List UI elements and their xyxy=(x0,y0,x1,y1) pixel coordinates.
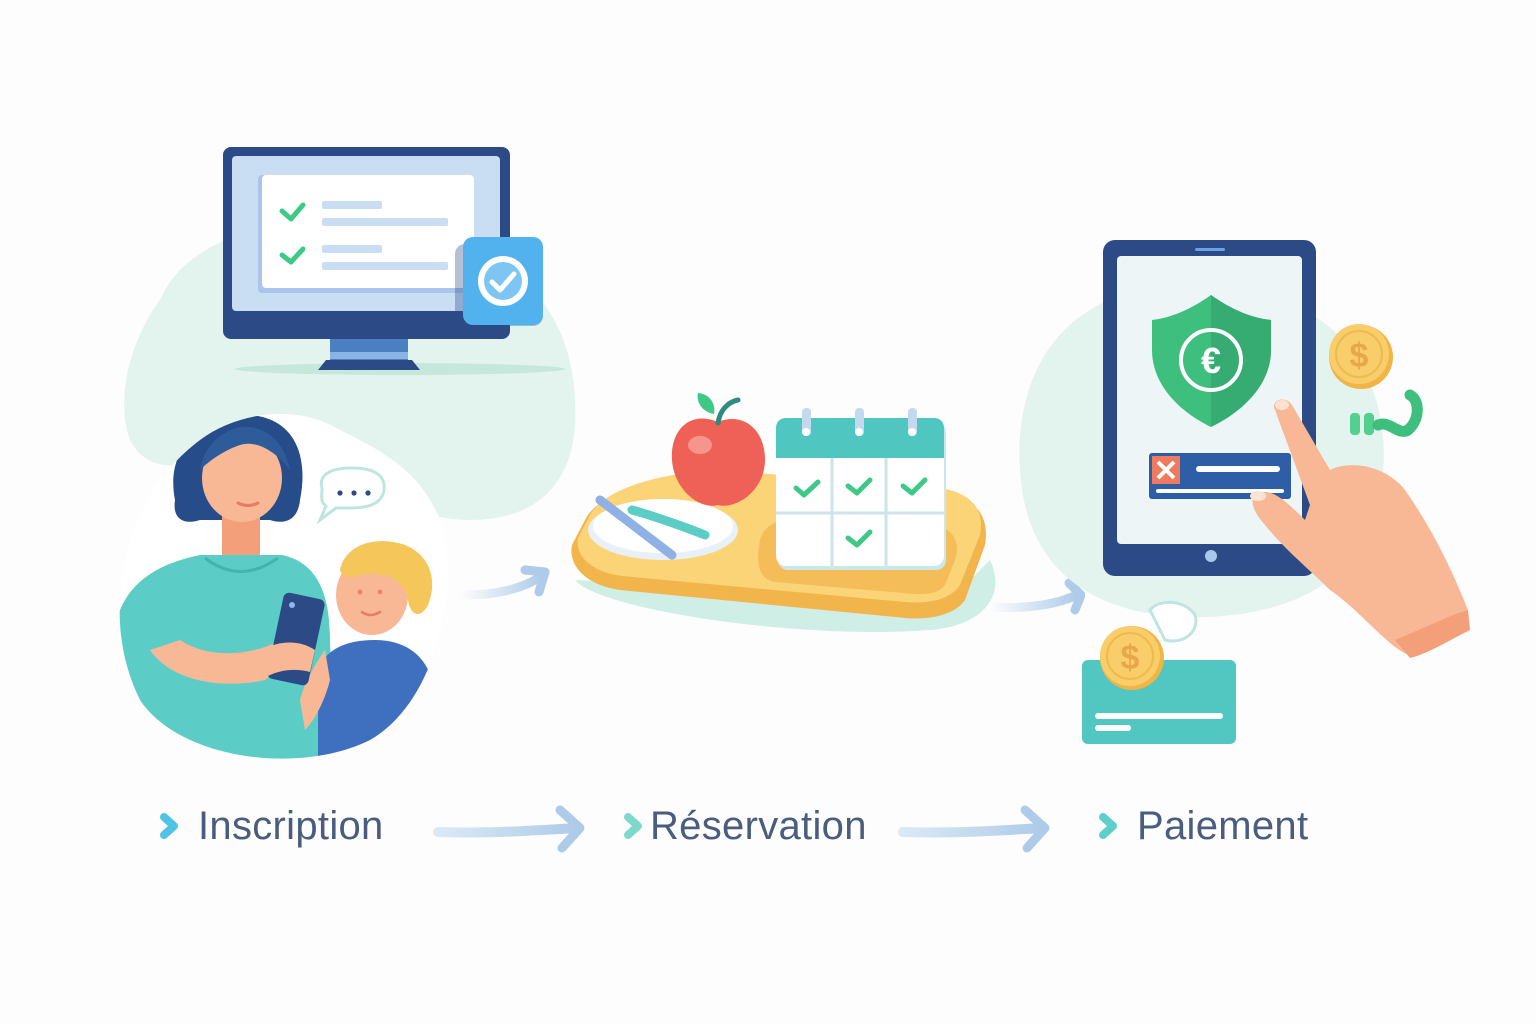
check-badge-icon xyxy=(455,237,543,326)
chevron-right-icon xyxy=(624,813,642,839)
step-illustration-inscription xyxy=(100,130,590,760)
step-label-reservation: Réservation xyxy=(622,800,867,852)
speech-bubble-icon xyxy=(316,466,386,525)
step-label-paiement: Paiement xyxy=(1097,800,1308,852)
dollar-symbol: $ xyxy=(1350,337,1369,375)
step-label-inscription: Inscription xyxy=(158,800,384,852)
chevron-right-icon xyxy=(160,813,178,839)
monitor-icon xyxy=(223,147,510,370)
connector-arrow-icon xyxy=(985,575,1085,620)
green-decoration-icon xyxy=(1350,389,1423,437)
step-title: Inscription xyxy=(198,803,384,848)
calendar-icon xyxy=(776,408,946,570)
connector-arrow-icon xyxy=(455,560,555,605)
plate-icon xyxy=(588,495,738,560)
dollar-coin-icon: $ xyxy=(1100,626,1164,690)
step-illustration-reservation xyxy=(560,385,1010,650)
chevron-right-icon xyxy=(1099,813,1117,839)
step-title: Réservation xyxy=(650,803,867,848)
dollar-coin-icon: $ xyxy=(1329,324,1393,389)
step-illustration-paiement: € $ xyxy=(1010,230,1480,750)
connector-arrow-icon xyxy=(895,802,1055,857)
euro-symbol: € xyxy=(1201,340,1221,381)
checklist-icon xyxy=(279,201,448,270)
apple-icon xyxy=(671,393,766,506)
connector-arrow-icon xyxy=(430,802,590,857)
dollar-symbol: $ xyxy=(1121,639,1140,677)
card-form-icon xyxy=(1149,453,1291,499)
hand-pointer-icon xyxy=(1250,399,1470,658)
step-title: Paiement xyxy=(1137,803,1309,848)
shield-euro-icon: € xyxy=(1152,295,1271,427)
